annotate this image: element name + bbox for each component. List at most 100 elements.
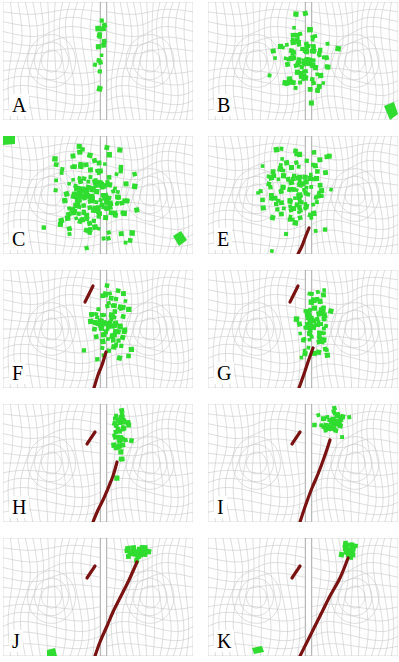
damage-element	[328, 418, 332, 422]
damage-element	[92, 326, 97, 331]
mesh-line	[208, 285, 305, 294]
damage-element	[276, 207, 280, 211]
mesh-line	[126, 437, 174, 490]
damage-element	[285, 62, 291, 68]
damage-element	[117, 147, 123, 153]
mesh-line	[208, 120, 305, 121]
damage-element	[312, 150, 317, 155]
mesh-line	[3, 597, 100, 598]
damage-element	[96, 85, 103, 92]
mesh-line	[42, 184, 62, 206]
damage-element	[300, 356, 304, 360]
mesh-line	[208, 388, 305, 389]
mesh-line	[208, 270, 305, 271]
mesh-line	[331, 437, 379, 490]
damage-element	[321, 316, 327, 322]
mesh-line	[3, 68, 100, 73]
damage-element	[100, 346, 105, 351]
mesh-line	[107, 498, 193, 507]
panel-letter: B	[214, 94, 233, 116]
mesh-line	[312, 17, 398, 26]
mesh-line	[3, 183, 100, 188]
mesh-line	[3, 538, 100, 539]
crack	[299, 348, 313, 388]
damage-element	[322, 55, 326, 59]
damage-element	[270, 249, 274, 253]
mesh-line	[247, 50, 267, 72]
damage-element	[106, 230, 111, 235]
mesh-line	[107, 37, 193, 46]
damage-element	[292, 220, 298, 226]
damage-element	[58, 217, 64, 223]
mesh-line	[312, 37, 398, 46]
damage-element	[126, 354, 131, 359]
damage-element	[290, 176, 295, 181]
damage-patches	[384, 102, 398, 120]
mesh-line	[3, 463, 100, 464]
damage-element	[312, 299, 317, 304]
damage-element	[100, 18, 104, 22]
damage-element	[301, 338, 306, 343]
damage-element	[285, 43, 289, 47]
mesh-line	[107, 96, 193, 105]
mesh-line	[107, 585, 193, 590]
damage-element	[311, 163, 315, 167]
mesh-grid	[208, 136, 398, 254]
damage-element	[266, 174, 270, 178]
damage-element	[315, 72, 319, 76]
mesh-line	[312, 522, 398, 523]
damage-element	[275, 208, 279, 212]
mesh-line	[35, 578, 69, 615]
damage-element	[109, 317, 113, 321]
damage-element	[335, 418, 341, 424]
damage-element	[96, 44, 102, 50]
mesh-line	[3, 210, 100, 219]
mesh-line	[312, 9, 398, 14]
mesh-line	[28, 571, 76, 624]
mesh-line	[312, 622, 398, 632]
mesh-line	[331, 35, 379, 88]
damage-element	[108, 210, 113, 215]
damage-element	[319, 322, 323, 326]
damage-element	[116, 190, 121, 195]
mesh-line	[208, 143, 305, 148]
mesh-line	[107, 86, 193, 96]
damage-element	[134, 550, 140, 556]
damage-element	[142, 552, 147, 557]
damage-element	[128, 238, 133, 243]
damage-element	[126, 422, 131, 427]
damage-element	[326, 65, 331, 70]
damage-element	[120, 443, 125, 448]
mesh-line	[208, 404, 305, 405]
damage-element	[311, 44, 317, 50]
damage-element	[60, 167, 65, 172]
damage-element	[96, 214, 101, 219]
damage-element	[107, 196, 112, 201]
crack	[298, 228, 309, 254]
damage-element	[258, 189, 262, 193]
damage-element	[134, 207, 140, 213]
damage-element	[280, 45, 285, 50]
damage-element	[296, 174, 302, 180]
mesh-line	[3, 317, 100, 322]
damage-element	[87, 152, 93, 158]
mesh-line	[107, 277, 193, 282]
damage-element	[305, 159, 309, 163]
mesh-line	[107, 220, 193, 230]
mesh-line	[107, 488, 193, 498]
mesh-line	[208, 2, 305, 3]
damage-elements	[267, 11, 341, 120]
damage-patch	[252, 646, 264, 654]
mesh-line	[312, 573, 398, 582]
damage-element	[277, 177, 281, 181]
damage-element	[96, 58, 101, 63]
damage-element	[270, 48, 276, 54]
damage-element	[120, 456, 125, 461]
crack	[93, 462, 117, 522]
damage-element	[289, 165, 294, 170]
crack	[95, 562, 137, 656]
damage-element	[297, 165, 301, 169]
mesh-line	[240, 578, 274, 615]
damage-element	[297, 182, 303, 188]
damage-elements	[312, 406, 351, 440]
